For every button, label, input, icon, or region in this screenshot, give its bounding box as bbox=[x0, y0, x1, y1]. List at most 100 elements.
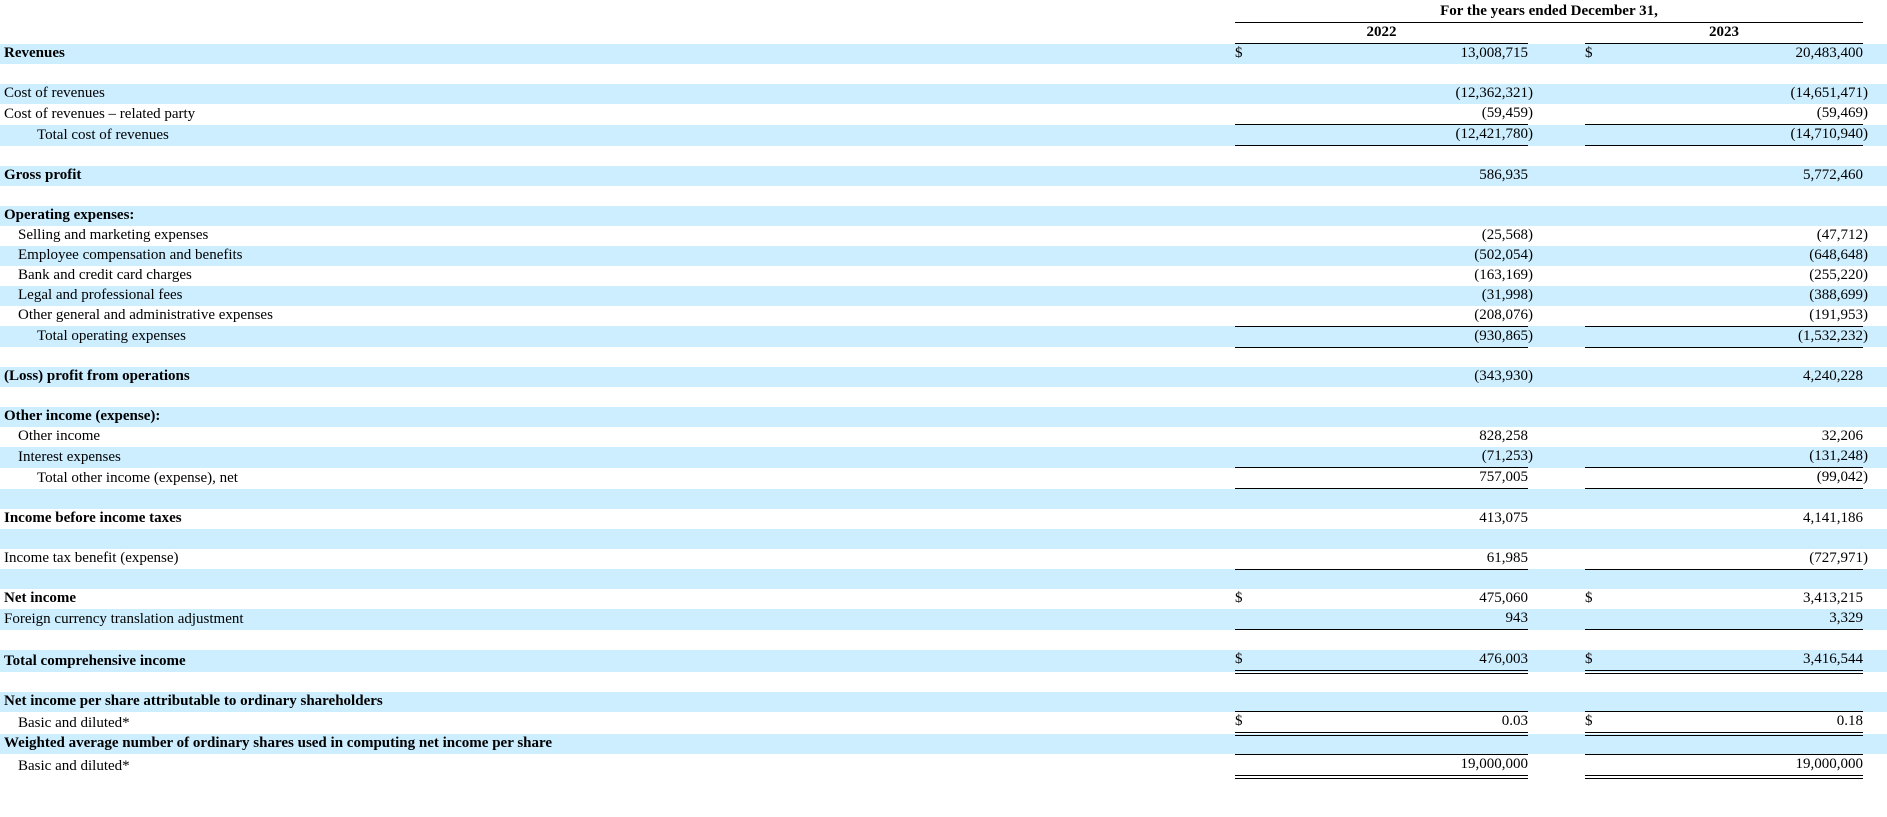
dollar-sign-2023 bbox=[1585, 734, 1607, 754]
value-2023: (255,220) bbox=[1809, 266, 1868, 283]
header-spacer-cell bbox=[0, 2, 1235, 23]
value-2023: (99,042) bbox=[1607, 467, 1868, 489]
dollar-sign-2023 bbox=[1585, 64, 1607, 84]
row-padding bbox=[1863, 165, 1887, 186]
value-2022 bbox=[1257, 407, 1528, 427]
table-row: Other income (expense): bbox=[0, 407, 1887, 427]
dollar-sign-2023 bbox=[1585, 427, 1607, 447]
year-header-row: 2022 2023 bbox=[0, 22, 1887, 44]
table-row: Income tax benefit (expense)61,985(727,9… bbox=[0, 548, 1887, 570]
value-2022: 586,935 bbox=[1257, 165, 1528, 186]
value-2022: 757,005 bbox=[1257, 467, 1528, 489]
table-row: Selling and marketing expenses(25,568)(4… bbox=[0, 226, 1887, 246]
dollar-sign-2023 bbox=[1585, 569, 1607, 589]
dollar-sign-2023 bbox=[1585, 285, 1607, 306]
table-row: Net income per share attributable to ord… bbox=[0, 691, 1887, 712]
column-gap bbox=[1528, 165, 1585, 186]
column-gap bbox=[1528, 672, 1585, 692]
column-gap bbox=[1528, 712, 1585, 735]
dollar-sign-2022 bbox=[1235, 186, 1257, 206]
period-title: For the years ended December 31, bbox=[1235, 2, 1863, 23]
row-padding bbox=[1863, 367, 1887, 387]
value-2023: 0.18 bbox=[1607, 711, 1863, 736]
column-gap bbox=[1528, 266, 1585, 286]
row-label: Weighted average number of ordinary shar… bbox=[0, 734, 1235, 754]
row-label: Employee compensation and benefits bbox=[0, 245, 1235, 266]
spacer-row bbox=[0, 672, 1887, 692]
row-padding bbox=[1863, 64, 1887, 84]
value-2023 bbox=[1607, 569, 1863, 589]
dollar-sign-2022 bbox=[1235, 146, 1257, 166]
dollar-sign-2022 bbox=[1235, 266, 1257, 286]
column-gap bbox=[1528, 734, 1585, 754]
value-2022: 61,985 bbox=[1257, 548, 1528, 570]
row-label: Income tax benefit (expense) bbox=[4, 550, 179, 566]
dollar-sign-2023 bbox=[1585, 753, 1607, 779]
dollar-sign-2022 bbox=[1235, 104, 1257, 125]
column-gap bbox=[1528, 589, 1585, 609]
column-gap bbox=[1528, 569, 1585, 589]
dollar-sign-2023 bbox=[1585, 205, 1607, 226]
table-row: Interest expenses(71,253)(131,248) bbox=[0, 447, 1887, 468]
value-2023 bbox=[1607, 691, 1863, 712]
table-header: For the years ended December 31, 2022 20… bbox=[0, 2, 1887, 44]
value-2023: 3,413,215 bbox=[1803, 590, 1863, 606]
value-2023 bbox=[1607, 387, 1863, 407]
value-2023 bbox=[1607, 528, 1863, 549]
table-row: Total other income (expense), net 757,005… bbox=[0, 467, 1887, 489]
column-gap bbox=[1528, 306, 1585, 327]
row-padding bbox=[1863, 186, 1887, 206]
spacer-cell bbox=[0, 146, 1235, 166]
row-padding bbox=[1863, 427, 1887, 447]
column-gap bbox=[1528, 387, 1585, 407]
dollar-sign-2022 bbox=[1235, 367, 1257, 387]
column-gap bbox=[1528, 43, 1585, 64]
row-label: Cost of revenues bbox=[0, 84, 1235, 104]
value-2023: (131,248) bbox=[1607, 447, 1868, 468]
dollar-sign-2022 bbox=[1235, 734, 1257, 754]
dollar-sign-2023 bbox=[1585, 146, 1607, 166]
column-gap bbox=[1528, 528, 1585, 549]
row-padding bbox=[1863, 245, 1887, 266]
table-row: Total comprehensive income$476,003$3,416… bbox=[0, 649, 1887, 674]
dollar-sign-2022 bbox=[1235, 509, 1257, 529]
value-2023 bbox=[1607, 64, 1863, 84]
dollar-sign-2023: $ bbox=[1585, 590, 1593, 606]
dollar-sign-2022 bbox=[1235, 630, 1257, 650]
dollar-sign-2023 bbox=[1585, 548, 1607, 570]
row-label: Cost of revenues – related party bbox=[4, 105, 196, 122]
row-label: Other income bbox=[18, 428, 101, 444]
table-row: Operating expenses: bbox=[0, 205, 1887, 226]
column-gap bbox=[1528, 186, 1585, 206]
value-2022: (59,459) bbox=[1257, 104, 1533, 125]
row-label: Total other income (expense), net bbox=[37, 469, 238, 486]
dollar-sign-2022 bbox=[1235, 548, 1257, 570]
spacer-cell bbox=[0, 488, 1235, 509]
dollar-sign-2023 bbox=[1585, 347, 1607, 367]
value-2022 bbox=[1257, 186, 1528, 206]
column-gap bbox=[1528, 549, 1585, 570]
value-2022 bbox=[1257, 672, 1528, 692]
year-header-2022: 2022 bbox=[1235, 22, 1528, 44]
value-2023: 3,416,544 bbox=[1607, 649, 1863, 674]
row-padding bbox=[1863, 407, 1887, 427]
value-2022: (163,169) bbox=[1474, 266, 1533, 283]
column-gap bbox=[1528, 609, 1585, 630]
row-padding bbox=[1863, 2, 1887, 23]
value-2023: 32,206 bbox=[1821, 428, 1863, 444]
value-2022 bbox=[1257, 387, 1528, 407]
dollar-sign-2022: $ bbox=[1235, 590, 1243, 606]
table-row: (Loss) profit from operations(343,930)4,… bbox=[0, 367, 1887, 387]
row-padding bbox=[1863, 347, 1887, 367]
value-2022 bbox=[1257, 347, 1528, 367]
value-2023: (47,712) bbox=[1816, 226, 1868, 243]
value-2022: 476,003 bbox=[1257, 649, 1528, 674]
table-row: Total cost of revenues(12,421,780)(14,71… bbox=[0, 124, 1887, 146]
row-padding bbox=[1863, 387, 1887, 407]
dollar-sign-2023 bbox=[1585, 186, 1607, 206]
row-padding bbox=[1863, 589, 1887, 609]
